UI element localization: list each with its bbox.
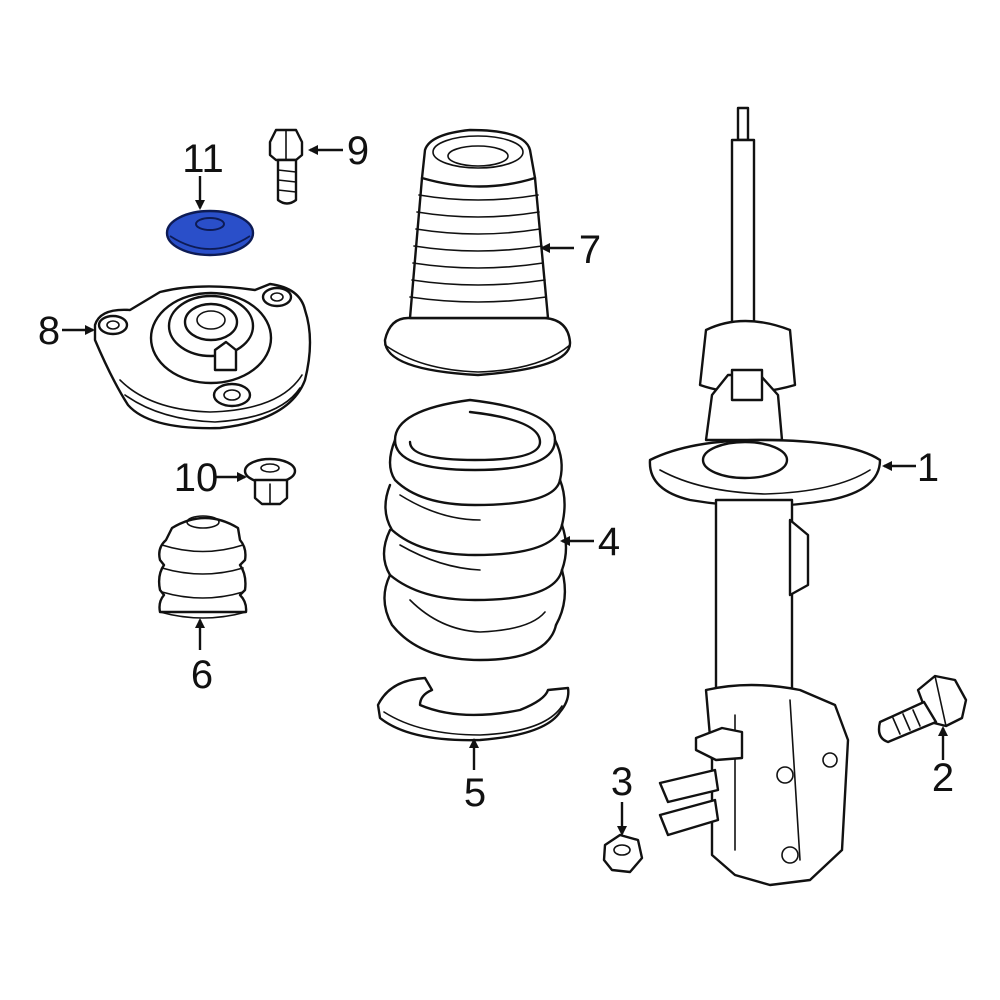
part-7-dust-boot[interactable]	[383, 128, 572, 377]
part-6-bump-stop[interactable]	[157, 515, 248, 619]
callout-10: 10	[174, 456, 219, 500]
part-8-strut-mount[interactable]	[93, 282, 312, 430]
part-10-nut[interactable]	[243, 457, 297, 506]
part-11-washer[interactable]	[165, 209, 255, 257]
part-9-bolt[interactable]	[268, 128, 304, 205]
part-3-nut[interactable]	[602, 833, 644, 874]
part-2-bolt[interactable]	[877, 674, 968, 744]
callout-5: 5	[464, 771, 486, 815]
callout-7: 7	[579, 228, 601, 272]
part-5-spring-seat[interactable]	[376, 676, 570, 742]
callout-4: 4	[598, 520, 620, 564]
callout-6: 6	[191, 653, 213, 697]
part-4-coil-spring[interactable]	[382, 398, 568, 662]
callout-leaders	[62, 145, 948, 836]
part-1-strut-assembly[interactable]	[648, 106, 882, 887]
callout-3: 3	[611, 760, 633, 804]
callout-2: 2	[932, 756, 954, 800]
callout-11: 11	[182, 137, 224, 181]
callout-1: 1	[917, 446, 939, 490]
callout-9: 9	[347, 129, 369, 173]
callout-8: 8	[38, 309, 60, 353]
